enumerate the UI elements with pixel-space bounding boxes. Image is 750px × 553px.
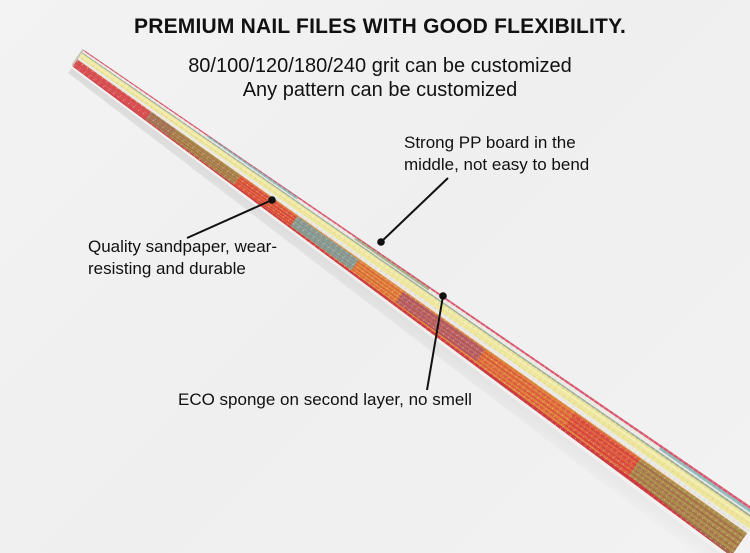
annotation-line: Strong PP board in the xyxy=(404,133,576,152)
annotation-sandpaper: Quality sandpaper, wear- resisting and d… xyxy=(88,236,277,280)
annotation-eco-sponge: ECO sponge on second layer, no smell xyxy=(178,389,472,411)
marker-dot xyxy=(268,196,276,204)
annotation-line: resisting and durable xyxy=(88,259,246,278)
pointer-eco-sponge xyxy=(426,292,447,391)
pointer-sandpaper xyxy=(186,196,276,239)
marker-dot xyxy=(439,292,447,300)
annotation-pp-board: Strong PP board in the middle, not easy … xyxy=(404,132,589,176)
pointer-pp-board xyxy=(377,177,449,246)
headline: PREMIUM NAIL FILES WITH GOOD FLEXIBILITY… xyxy=(134,15,626,38)
annotation-line: Quality sandpaper, wear- xyxy=(88,237,277,256)
annotation-line: middle, not easy to bend xyxy=(404,155,590,174)
subtitle-grit: 80/100/120/180/240 grit can be customize… xyxy=(188,55,572,77)
subtitle-pattern: Any pattern can be customized xyxy=(242,79,518,101)
nail-file-body xyxy=(68,48,750,553)
annotation-line: ECO sponge on second layer, no smell xyxy=(178,390,472,409)
marker-dot xyxy=(377,238,385,246)
